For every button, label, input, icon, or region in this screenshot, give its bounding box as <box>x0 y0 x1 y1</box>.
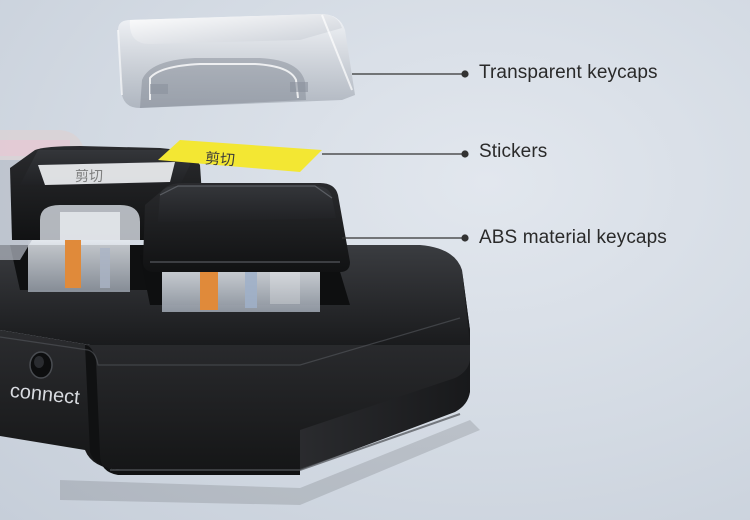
switch-socket-left <box>10 238 150 292</box>
callout-stickers: Stickers <box>479 141 548 162</box>
sticker: 剪切 <box>158 140 322 172</box>
svg-text:剪切: 剪切 <box>75 169 103 185</box>
callout-lines <box>322 70 469 242</box>
callout-abs-keycaps: ABS material keycaps <box>479 227 667 248</box>
connect-button <box>29 351 53 379</box>
sticker-text: 剪切 <box>204 149 235 169</box>
abs-keycap <box>143 183 350 272</box>
transparent-keycap <box>117 14 355 108</box>
callout-transparent-keycaps: Transparent keycaps <box>479 62 658 83</box>
